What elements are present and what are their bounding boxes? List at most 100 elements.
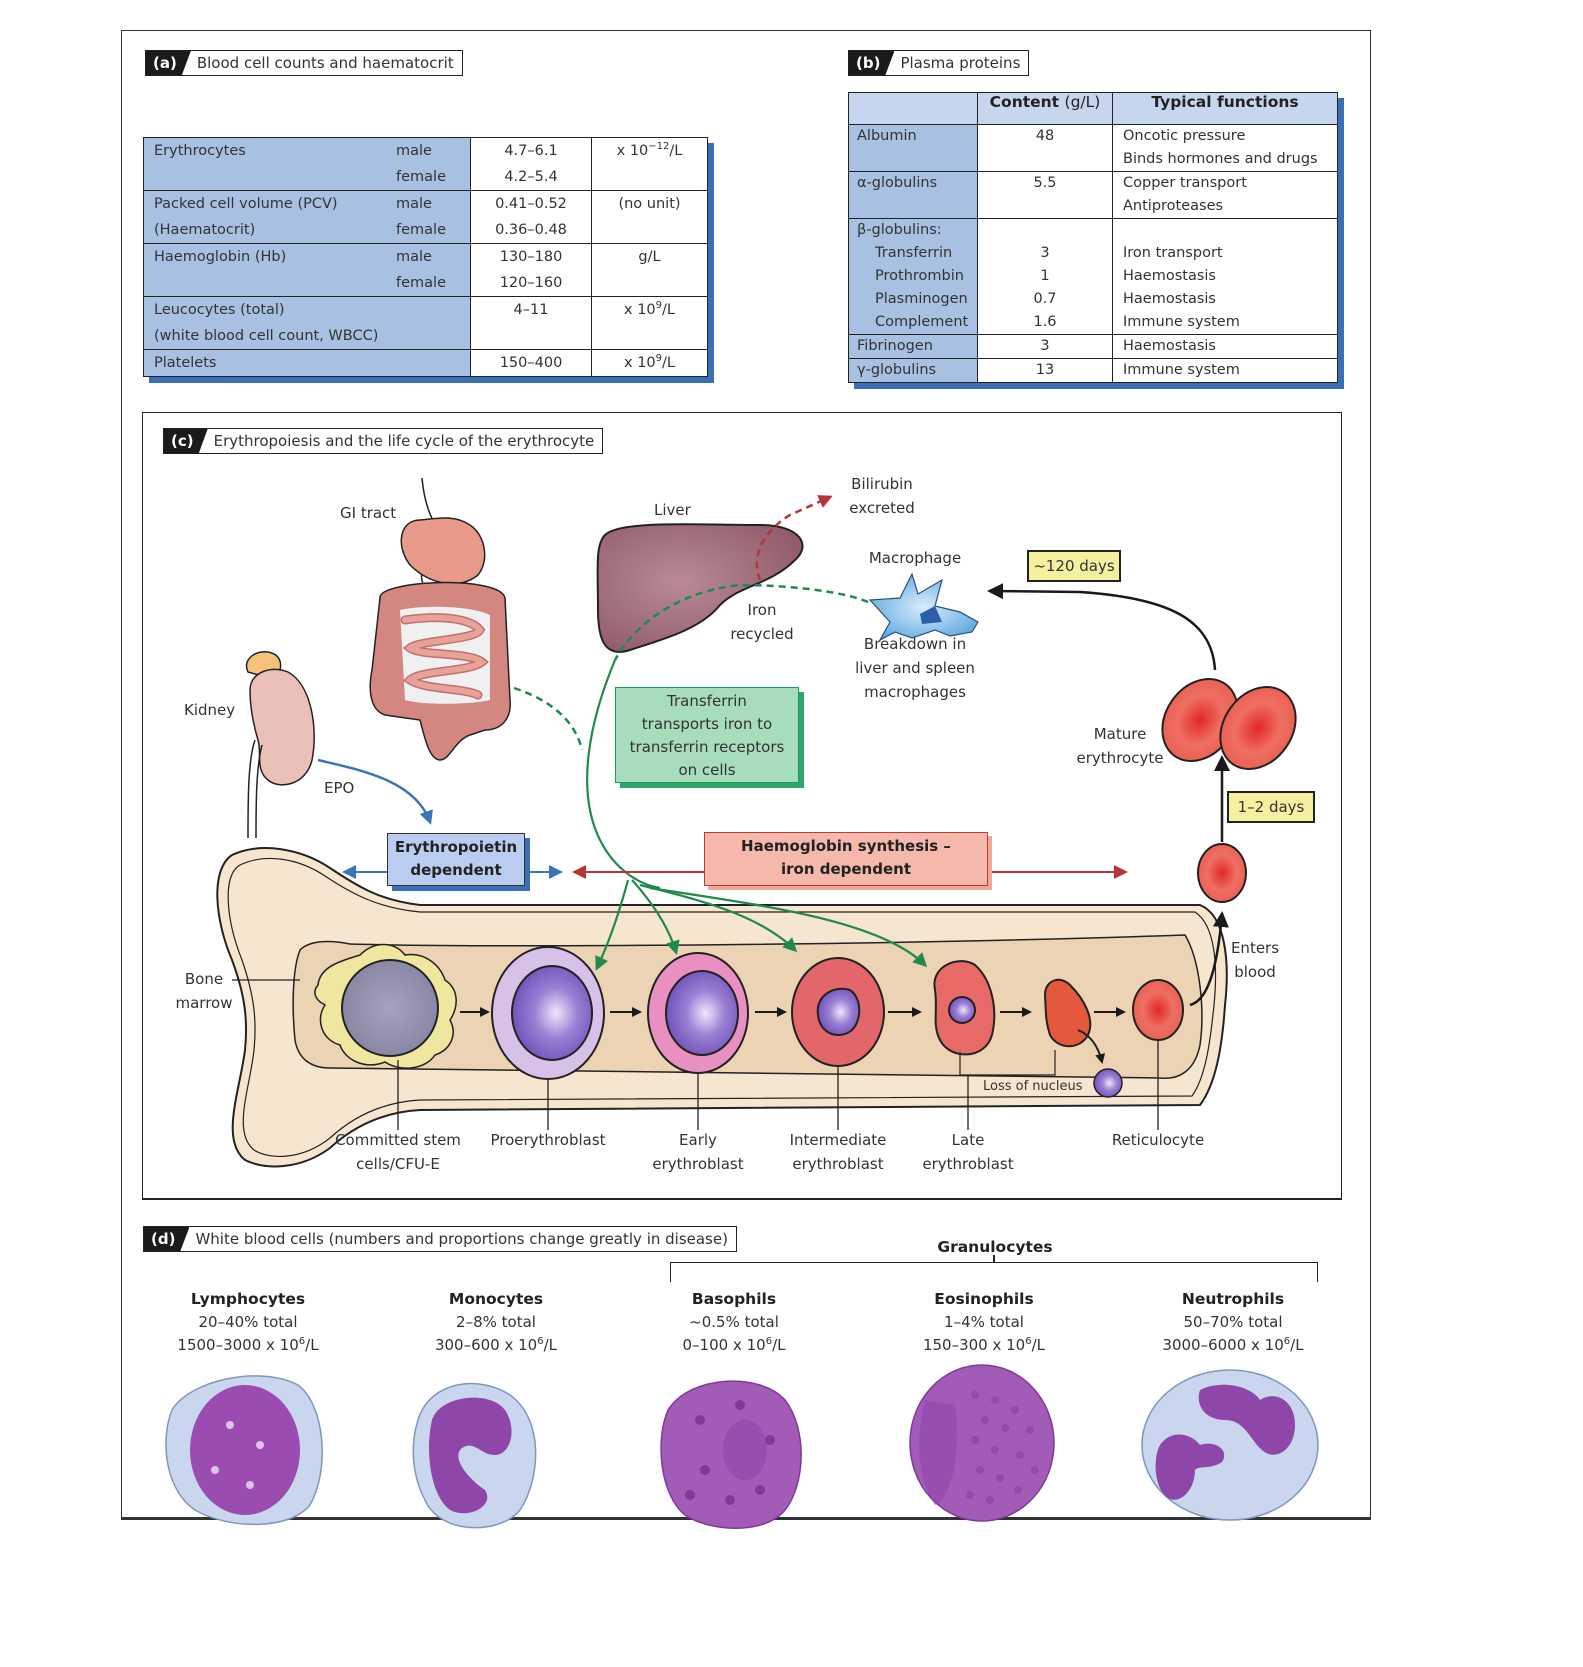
row-label-line: (white blood cell count, WBCC) [144, 323, 470, 349]
wbc-count-base: 3000–6000 x 10 [1162, 1336, 1284, 1354]
function-text: Oncotic pressure [1123, 128, 1246, 144]
bilirubin-line-1: Bilirubin [851, 475, 913, 493]
wbc-count-exponent: 6 [1283, 1336, 1291, 1347]
wbc-count-tail: /L [772, 1336, 786, 1354]
unit-exponent: −12 [648, 141, 670, 152]
row-label-line: female [144, 164, 470, 190]
row-label-line: (Haematocrit)female [144, 217, 470, 243]
row-unit-cell: x 109/L [591, 349, 708, 377]
unit-tail: /L [662, 355, 675, 371]
protein-name: Albumin [857, 128, 917, 144]
table-header-row: Content (g/L) Typical functions [848, 92, 1338, 125]
wbc-percent: 2–8% total [456, 1313, 536, 1331]
iron-arrow-late [649, 886, 928, 968]
unit-exponent: 9 [655, 353, 663, 364]
sex-label: male [396, 249, 432, 265]
breakdown-line-3: macrophages [864, 683, 966, 701]
reference-range: 120–160 [499, 275, 563, 291]
granulocytes-bracket-tick [993, 1255, 995, 1263]
label-leader-lines [232, 979, 1159, 1130]
panel-b-tag: (b) Plasma proteins [848, 50, 1030, 76]
stage-label-line: Early [679, 1131, 717, 1149]
wbc-percent: ~0.5% total [689, 1313, 779, 1331]
reticulocyte-cell [1132, 979, 1184, 1041]
transferrin-line-1: Transferrin [667, 692, 747, 710]
content-value: 1.6 [1033, 314, 1057, 330]
unit-exponent: 9 [655, 300, 663, 311]
functions-cell: Immune system [1112, 358, 1338, 383]
unit: x 109/L [592, 350, 707, 376]
reference-range: 4–11 [513, 302, 549, 318]
epo-arrow [317, 758, 433, 825]
row-label-cell: Leucocytes (total) (white blood cell coun… [143, 296, 471, 350]
wbc-count-exponent: 6 [298, 1336, 306, 1347]
row-unit-cell: g/L [591, 243, 708, 297]
functions-cell: Haemostasis [1112, 334, 1338, 359]
bone-marrow-label: Bone marrow [168, 967, 240, 1015]
row-value-cell: 0.41–0.52 0.36–0.48 [470, 190, 592, 244]
protein-name: Fibrinogen [857, 338, 933, 354]
bilirubin-label: Bilirubin excreted [838, 472, 926, 520]
panel-c-tag: (c) Erythropoiesis and the life cycle of… [163, 428, 604, 454]
iron-recycled-path [613, 583, 869, 661]
unit-base: g/L [638, 249, 661, 265]
liver-label: Liver [654, 501, 691, 519]
wbc-count: 0–100 x 106/L [624, 1334, 844, 1357]
lifespan-arrow [987, 583, 1217, 671]
protein-cell: Fibrinogen [848, 334, 978, 359]
macrophage-illustration [868, 572, 979, 642]
reference-range: 0.36–0.48 [495, 222, 567, 238]
sex-label: female [396, 222, 446, 238]
unit-tail: /L [669, 143, 683, 159]
lymphocyte-illustration [165, 1375, 323, 1526]
iron-recycled-line-2: recycled [730, 625, 794, 643]
protein-name: β-globulins: [857, 222, 942, 238]
row-label-line: female [144, 270, 470, 296]
transferrin-box: Transferrin transports iron to transferr… [615, 687, 799, 783]
protein-name: Complement [875, 314, 969, 330]
stage-label: Early erythroblast [618, 1128, 778, 1176]
wbc-count: 150–300 x 106/L [874, 1334, 1094, 1357]
breakdown-line-1: Breakdown in [863, 635, 967, 653]
content-value: 1 [1040, 268, 1050, 284]
iron-arrow-early [631, 879, 680, 955]
reference-range: 0.41–0.52 [495, 196, 567, 212]
protein-cell: γ-globulins [848, 358, 978, 383]
mature-erythrocyte-label: Mature erythrocyte [1068, 722, 1172, 770]
panel-c-letter: (c) [164, 429, 208, 453]
wbc-percent: 50–70% total [1183, 1313, 1283, 1331]
neutrophil-illustration [1141, 1369, 1319, 1521]
stage-label-line: cells/CFU-E [356, 1155, 440, 1173]
transferrin-main-path [586, 659, 661, 890]
content-value: 5.5 [1033, 175, 1057, 191]
early-erythroblast-cell [647, 952, 749, 1074]
unit: g/L [592, 244, 707, 270]
sex-label: female [396, 275, 446, 291]
proerythroblast-cell [491, 946, 605, 1080]
kidney-label: Kidney [184, 701, 236, 719]
breakdown-label: Breakdown in liver and spleen macrophage… [848, 632, 982, 704]
function-text: Binds hormones and drugs [1123, 151, 1318, 167]
kidney-illustration [245, 651, 315, 839]
unit: x 109/L [592, 297, 707, 323]
header-content-label: Content [989, 93, 1060, 111]
function-text: Immune system [1123, 362, 1240, 378]
stage-label-line: erythroblast [652, 1155, 744, 1173]
stage-label-line: erythroblast [922, 1155, 1014, 1173]
parameter-name: Leucocytes (total) [154, 302, 285, 318]
panel-b-title: Plasma proteins [900, 54, 1021, 72]
wbc-count-base: 300–600 x 10 [434, 1336, 538, 1354]
